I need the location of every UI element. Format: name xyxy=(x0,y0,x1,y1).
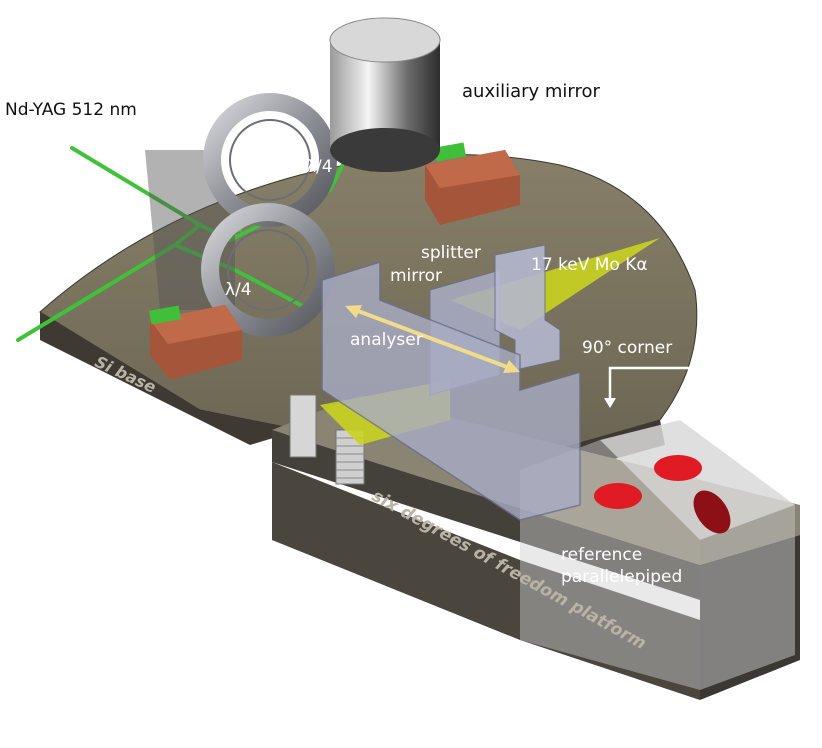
reference-label-line2: parallelepiped xyxy=(561,567,683,587)
lambda-top-label: λ/4 xyxy=(306,157,333,177)
analyser-crystal xyxy=(321,260,581,521)
clamp-left xyxy=(149,305,242,380)
xray-label: 17 keV Mo Kα xyxy=(531,255,648,275)
platform-lower-side xyxy=(272,462,700,700)
corner-label: 90° corner xyxy=(582,338,673,358)
clamp-right xyxy=(425,142,520,225)
aux-mirror-label: auxiliary mirror xyxy=(462,81,600,102)
corner-pointer xyxy=(608,366,715,400)
double-arrow xyxy=(345,305,520,373)
corner-pointer-head xyxy=(604,398,616,408)
auxiliary-mirror-cylinder xyxy=(329,17,441,172)
analyser-label: analyser xyxy=(350,330,423,350)
reference-block-front xyxy=(700,505,795,690)
mirror-crystal xyxy=(494,244,561,371)
reference-dot-3 xyxy=(693,490,731,534)
lambda-bottom-label: λ/4 xyxy=(225,280,252,300)
laser-label: Nd-YAG 512 nm xyxy=(5,100,137,120)
platform-side xyxy=(272,430,700,600)
reference-dot-2 xyxy=(594,483,642,509)
reference-dot-1 xyxy=(654,455,702,481)
reference-label-line1: reference xyxy=(561,545,643,565)
post-block xyxy=(289,394,317,458)
lambda-ring-bottom xyxy=(201,203,335,337)
reference-block-top xyxy=(600,420,795,540)
mirror-label: mirror xyxy=(390,266,442,286)
splitter-label: splitter xyxy=(421,243,481,263)
